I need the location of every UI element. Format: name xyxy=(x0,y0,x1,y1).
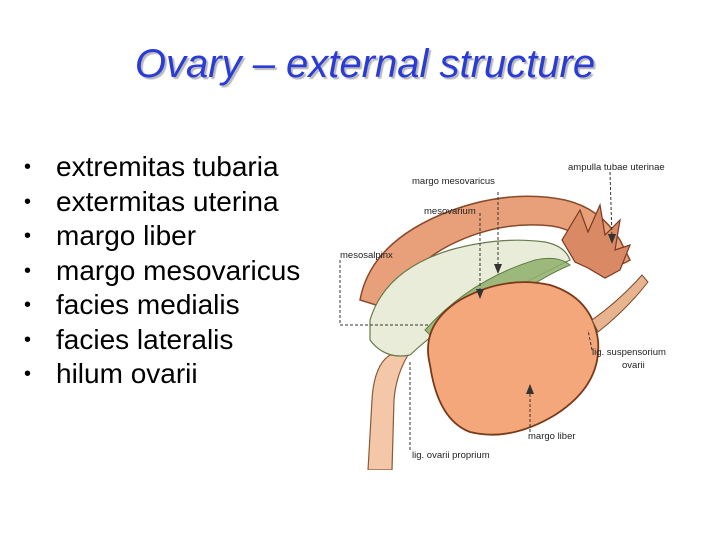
bullet-item: • hilum ovarii xyxy=(24,357,354,392)
ovary-body xyxy=(427,281,600,436)
label-ampulla: ampulla tubae uterinae xyxy=(568,162,665,173)
bullet-item: • extermitas uterina xyxy=(24,185,354,220)
bullet-item: • margo mesovaricus xyxy=(24,254,354,289)
ovary-diagram: margo mesovaricus mesovarium ampulla tub… xyxy=(339,162,666,470)
label-margo-mesovaricus: margo mesovaricus xyxy=(412,176,495,187)
bullet-item: • margo liber xyxy=(24,219,354,254)
bullet-icon: • xyxy=(24,156,32,178)
bullet-item: • facies lateralis xyxy=(24,323,354,358)
label-mesosalpinx: mesosalpinx xyxy=(340,250,393,261)
bullet-text: facies lateralis xyxy=(56,323,234,355)
bullet-icon: • xyxy=(24,294,32,316)
uterine-stalk xyxy=(367,354,410,470)
label-lig-suspensorium: lig. suspensorium xyxy=(592,347,666,358)
bullet-icon: • xyxy=(24,328,32,351)
bullet-icon: • xyxy=(24,225,32,247)
bullet-icon: • xyxy=(24,363,32,385)
leader-lines xyxy=(339,171,613,450)
label-mesovarium: mesovarium xyxy=(424,206,476,217)
bullet-text: hilum ovarii xyxy=(56,358,198,389)
bullet-text: extermitas uterina xyxy=(56,185,279,217)
bullet-item: • facies medialis xyxy=(24,288,354,323)
bullet-icon: • xyxy=(24,259,32,282)
bullet-list: •extremitas tubaria •extermitas uterina … xyxy=(24,150,354,392)
suspensory-ligament xyxy=(591,274,649,333)
bullet-icon: • xyxy=(24,190,32,213)
fimbriae xyxy=(561,202,632,279)
bullet-text: extremitas tubaria xyxy=(56,151,279,182)
bullet-text: facies medialis xyxy=(56,289,240,320)
label-lig-ovarii-proprium: lig. ovarii proprium xyxy=(412,450,490,461)
bullet-item: • extremitas tubaria xyxy=(24,150,354,185)
slide-title: Ovary – external structure xyxy=(134,42,596,86)
arrowheads xyxy=(476,234,616,394)
bullet-text: margo mesovaricus xyxy=(56,254,301,286)
bullet-text: margo liber xyxy=(56,220,197,251)
label-margo-liber: margo liber xyxy=(528,431,576,442)
label-lig-suspensorium-ovarii: ovarii xyxy=(622,360,645,371)
